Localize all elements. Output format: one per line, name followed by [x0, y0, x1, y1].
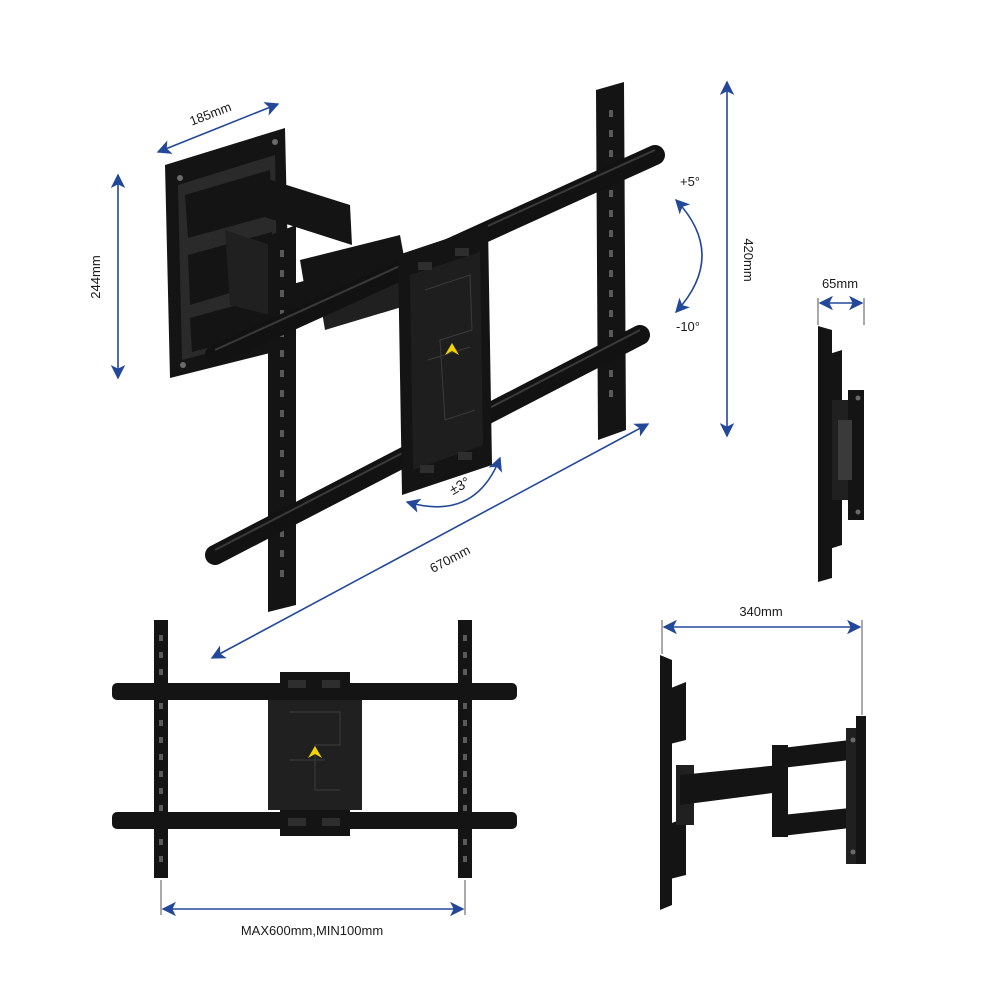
dimension-vesa-range: MAX600mm,MIN100mm: [160, 880, 466, 938]
dimension-wall-plate-height: 244mm: [88, 173, 126, 380]
side-profile-view: [818, 326, 864, 582]
tilt-down-label: -10°: [676, 319, 700, 334]
front-left-rail: [154, 620, 168, 878]
label-420mm: 420mm: [741, 238, 756, 281]
center-tv-plate: [398, 225, 492, 495]
dimension-max-extension: 340mm: [661, 604, 863, 715]
dimension-profile-depth: 65mm: [817, 276, 865, 325]
front-view: [112, 620, 517, 878]
dimension-bracket-height: 420mm: [719, 80, 756, 438]
left-vertical-rail: [268, 225, 296, 612]
extended-side-view: [660, 655, 866, 910]
front-brand-logo-icon: [308, 746, 322, 758]
tilt-indicator: +5° -10°: [675, 174, 703, 334]
main-perspective-view: [165, 82, 665, 612]
front-right-rail: [458, 620, 472, 878]
front-center-plate: [268, 672, 362, 836]
tilt-up-label: +5°: [680, 174, 700, 189]
brand-logo-icon: [445, 343, 459, 355]
label-65mm: 65mm: [822, 276, 858, 291]
label-670mm: 670mm: [427, 542, 472, 576]
label-244mm: 244mm: [88, 255, 103, 298]
label-vesa-range: MAX600mm,MIN100mm: [241, 923, 383, 938]
label-340mm: 340mm: [739, 604, 782, 619]
right-vertical-rail: [596, 82, 626, 440]
